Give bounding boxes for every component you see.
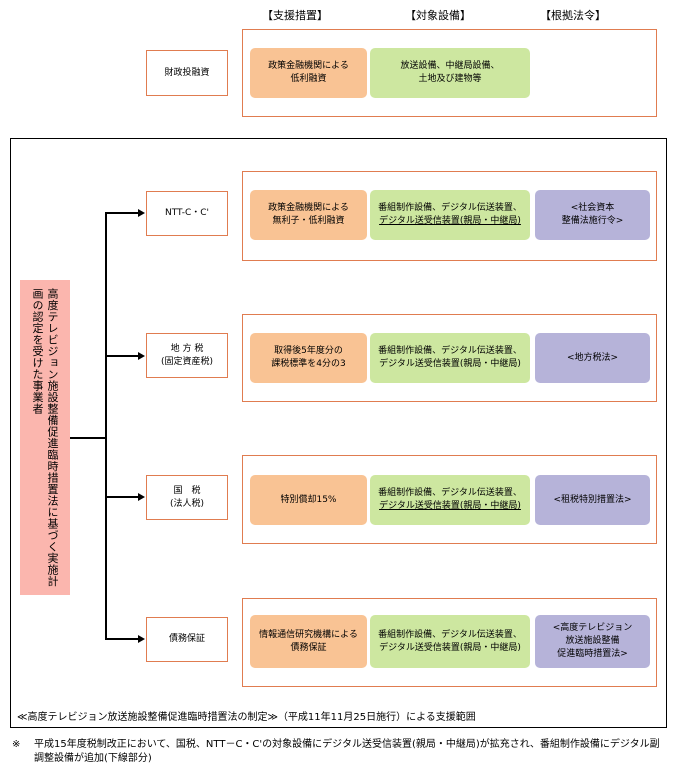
header-law: 【根拠法令】 [540, 9, 606, 22]
label-debt-guarantee: 債務保証 [146, 617, 228, 662]
row-3-law: <租税特別措置法> [535, 475, 650, 525]
arrow-2 [138, 352, 145, 360]
row-2-equip-line2: デジタル送受信装置(親局・中継局) [379, 359, 521, 369]
row-1-equip-line2: デジタル送受信装置(親局・中継局) [379, 216, 521, 226]
row-4-equip-line1: 番組制作設備、デジタル伝送装置、 [378, 629, 522, 640]
row-4-equip-line2: デジタル送受信装置(親局・中継局) [379, 642, 521, 653]
connector-branch-2 [105, 355, 139, 357]
arrow-4 [138, 635, 145, 643]
arrow-1 [138, 209, 145, 217]
row-2-equipment: 番組制作設備、デジタル伝送装置、 デジタル送受信装置(親局・中継局) [370, 333, 530, 383]
row-1-support: 政策金融機関による 無利子・低利融資 [250, 190, 367, 240]
row-2-support: 取得後5年度分の 課税標準を4分の3 [250, 333, 367, 383]
header-support: 【支援措置】 [262, 9, 328, 22]
connector-branch-1 [105, 212, 139, 214]
connector-branch-4 [105, 638, 139, 640]
top-equipment-box: 放送設備、中継局設備、 土地及び建物等 [370, 48, 530, 98]
footnote-mark: ※ [12, 739, 21, 750]
label-local-tax: 地 方 税 (固定資産税) [146, 333, 228, 378]
connector-trunk [70, 437, 106, 439]
row-3-support: 特別償却15% [250, 475, 367, 525]
row-3-equip-line1: 番組制作設備、デジタル伝送装置、 [378, 488, 522, 498]
left-entity-label: 高度テレビジョン施設整備促進臨時措置法に基づく実施計画の認定を受けた事業者 [20, 280, 70, 595]
label-ntt: NTT-C・C' [146, 191, 228, 236]
row-1-equipment: 番組制作設備、デジタル伝送装置、 デジタル送受信装置(親局・中継局) [370, 190, 530, 240]
row-1-law: <社会資本 整備法施行令> [535, 190, 650, 240]
arrow-3 [138, 493, 145, 501]
connector-vertical [105, 212, 107, 639]
footnote: 平成15年度税制改正において、国税、NTT－C・C'の対象設備にデジタル送受信装… [34, 739, 660, 764]
connector-branch-3 [105, 496, 139, 498]
caption: ≪高度テレビジョン放送施設整備促進臨時措置法の制定≫（平成11年11月25日施行… [17, 712, 476, 723]
row-2-equip-line1: 番組制作設備、デジタル伝送装置、 [378, 346, 522, 356]
row-1-equip-line1: 番組制作設備、デジタル伝送装置、 [378, 203, 522, 213]
header-equipment: 【対象設備】 [405, 9, 471, 22]
row-2-law: <地方税法> [535, 333, 650, 383]
label-national-tax: 国 税 (法人税) [146, 475, 228, 520]
row-4-equipment: 番組制作設備、デジタル伝送装置、 デジタル送受信装置(親局・中継局) [370, 615, 530, 668]
row-4-law: <高度テレビジョン 放送施設整備 促進臨時措置法> [535, 615, 650, 668]
row-4-support: 情報通信研究機構による 債務保証 [250, 615, 367, 668]
label-fiscal-investment: 財政投融資 [146, 50, 228, 96]
row-3-equip-line2: デジタル送受信装置(親局・中継局) [379, 501, 521, 511]
top-support-box: 政策金融機関による 低利融資 [250, 48, 367, 98]
row-3-equipment: 番組制作設備、デジタル伝送装置、 デジタル送受信装置(親局・中継局) [370, 475, 530, 525]
